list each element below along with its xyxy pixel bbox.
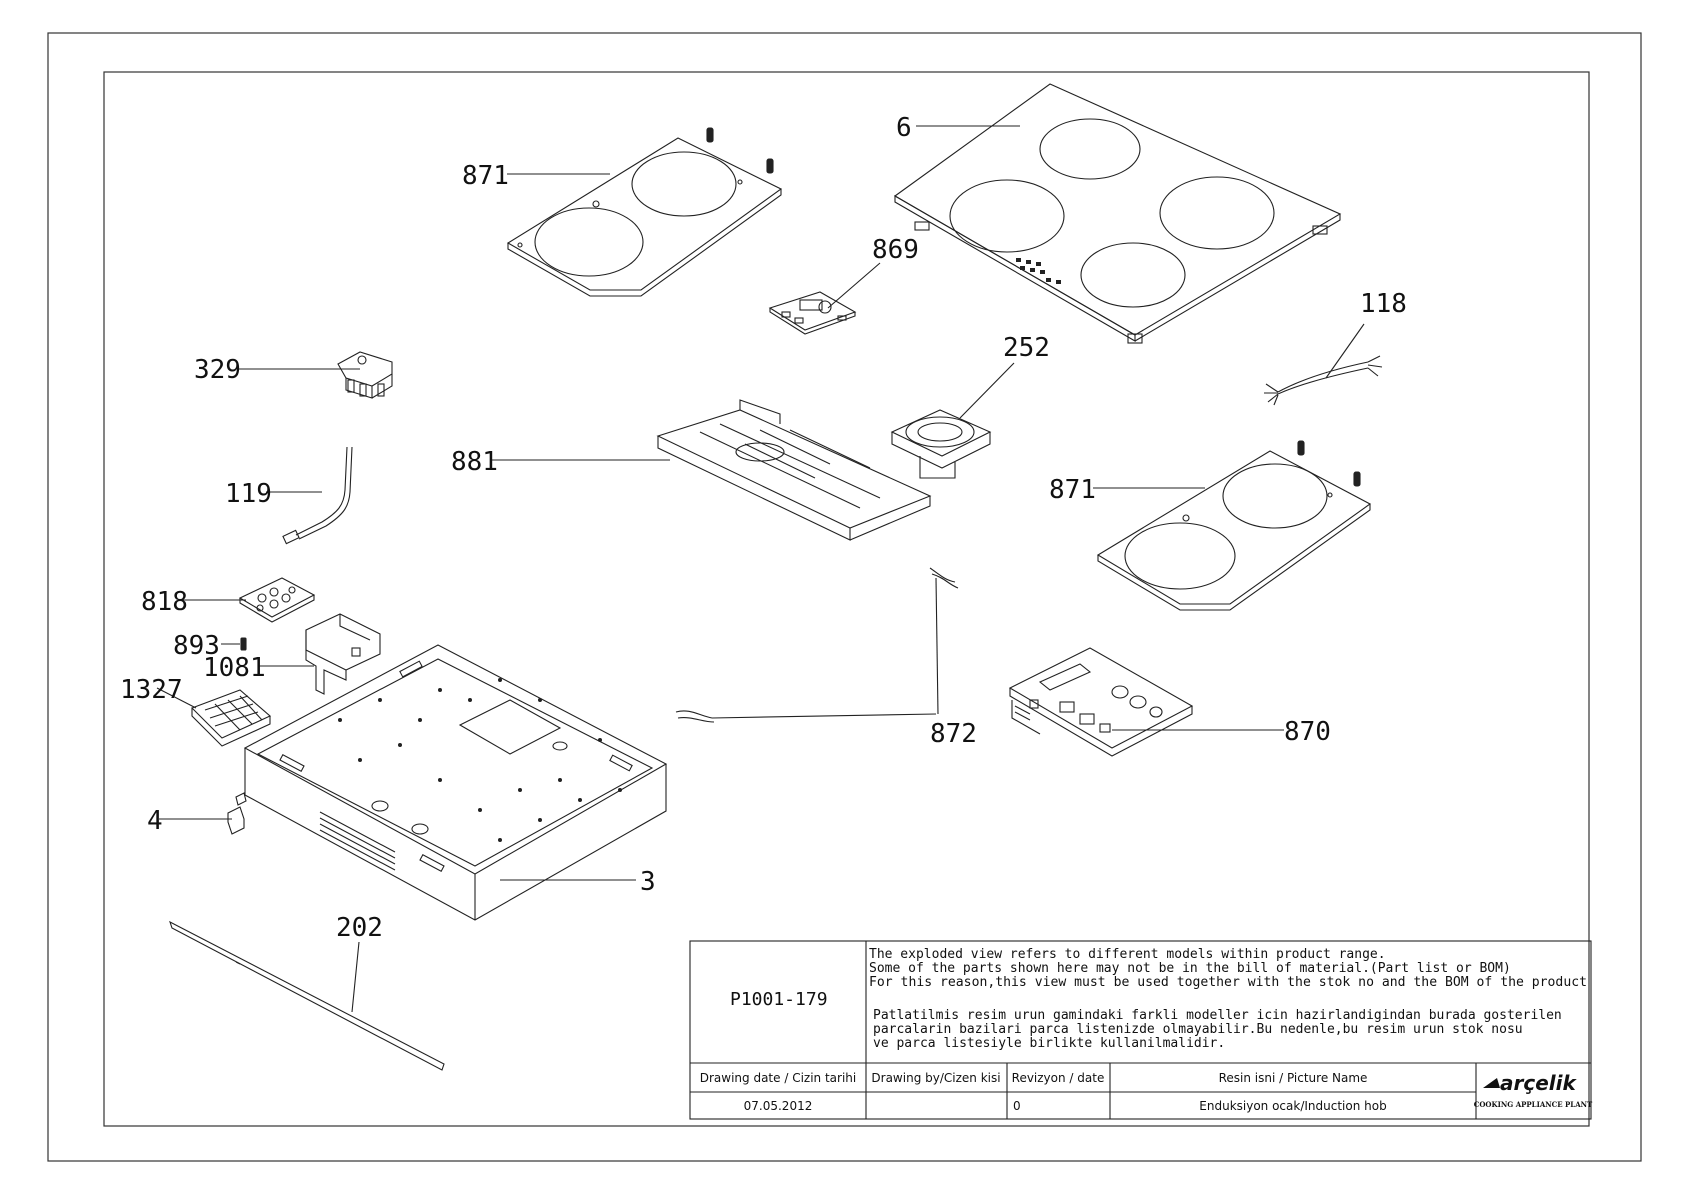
part-3-base-tray — [243, 644, 668, 921]
part-871-coil-plate-right — [1096, 440, 1372, 611]
header-drawing-by: Drawing by/Cizen kisi — [871, 1071, 1000, 1085]
note-tr-1: Patlatilmis resim urun gamindaki farkli … — [873, 1008, 1562, 1023]
part-252-cooling-fan — [890, 409, 992, 479]
brand-plant: COOKING APPLIANCE PLANT — [1474, 1100, 1593, 1109]
part-893-pin — [240, 637, 247, 651]
label-870: 870 — [1284, 717, 1331, 747]
label-869: 869 — [872, 235, 919, 265]
part-1327-grille — [191, 689, 272, 747]
part-118-wire-harness — [1264, 355, 1383, 406]
drawing-number: P1001-179 — [730, 989, 828, 1010]
note-tr-2: parcalarin bazilari parca listenizde olm… — [873, 1022, 1523, 1037]
label-4: 4 — [147, 806, 163, 836]
inner-frame — [103, 71, 1590, 1127]
part-871-coil-plate-top — [506, 127, 783, 297]
brand-logo-mark — [1483, 1078, 1500, 1088]
part-881-plastic-chassis — [656, 399, 932, 541]
label-1081: 1081 — [203, 653, 266, 683]
header-revision: Revizyon / date — [1012, 1071, 1105, 1085]
part-329-terminal-block — [337, 351, 393, 399]
label-1327: 1327 — [120, 675, 183, 705]
label-893: 893 — [173, 631, 220, 661]
label-202: 202 — [336, 913, 383, 943]
label-3: 3 — [640, 867, 656, 897]
label-329: 329 — [194, 355, 241, 385]
note-en-1: The exploded view refers to different mo… — [869, 947, 1386, 962]
part-872-sensor-wires — [675, 567, 959, 723]
value-revision: 0 — [1013, 1099, 1021, 1113]
part-202-seal-strip — [169, 920, 445, 1071]
note-en-3: For this reason,this view must be used t… — [869, 975, 1587, 990]
label-871b: 871 — [1049, 475, 1096, 505]
label-872: 872 — [930, 719, 977, 749]
title-block: P1001-179 The exploded view refers to di… — [689, 940, 1593, 1120]
label-871a: 871 — [462, 161, 509, 191]
label-881: 881 — [451, 447, 498, 477]
part-119-power-cable — [282, 446, 353, 545]
label-119: 119 — [225, 479, 272, 509]
note-tr-3: ve parca listesiyle birlikte kullanilmal… — [873, 1036, 1225, 1051]
header-drawing-date: Drawing date / Cizin tarihi — [700, 1071, 856, 1085]
part-labels: 6 871 869 118 329 252 881 119 871 818 89… — [120, 113, 1407, 943]
leader-lines — [156, 125, 1365, 1013]
value-picture-name: Enduksiyon ocak/Induction hob — [1199, 1099, 1386, 1113]
part-870-power-board — [1008, 647, 1194, 757]
part-1081-bracket — [305, 613, 381, 695]
label-118: 118 — [1360, 289, 1407, 319]
label-6: 6 — [896, 113, 912, 143]
label-818: 818 — [141, 587, 188, 617]
outer-frame — [47, 32, 1642, 1162]
part-818-control-board — [238, 577, 316, 623]
part-6-glass-top — [893, 83, 1342, 344]
value-drawing-date: 07.05.2012 — [744, 1099, 813, 1113]
label-252: 252 — [1003, 333, 1050, 363]
note-en-2: Some of the parts shown here may not be … — [869, 961, 1511, 976]
part-869-pcb — [768, 291, 857, 335]
brand-name: arçelik — [1500, 1071, 1577, 1095]
header-picture-name: Resin isni / Picture Name — [1219, 1071, 1368, 1085]
part-4-clip — [227, 792, 247, 835]
